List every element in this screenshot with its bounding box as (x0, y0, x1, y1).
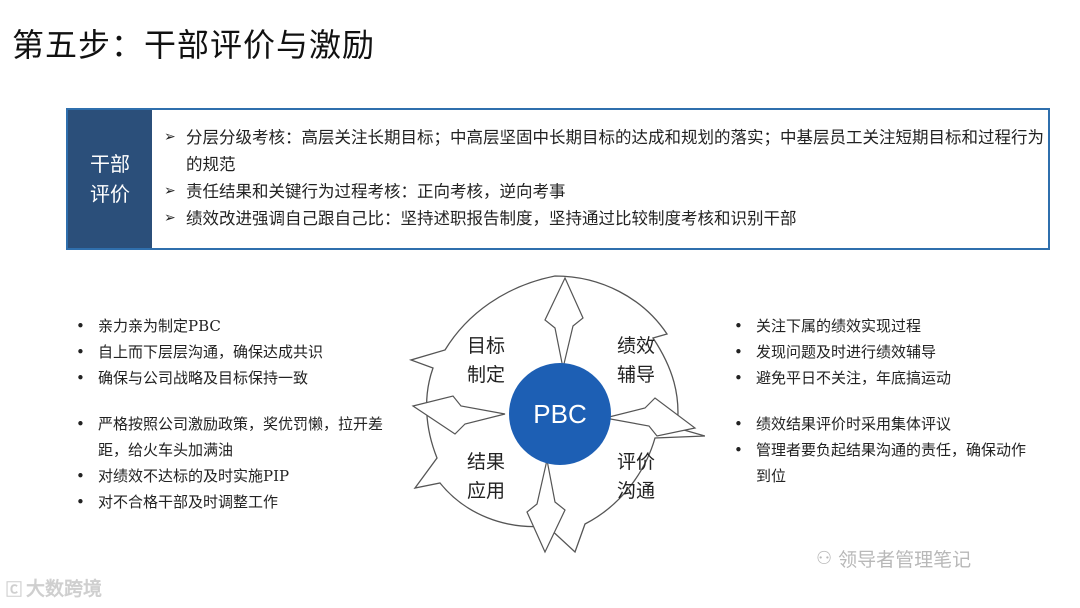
list-item: •关注下属的绩效实现过程 (728, 313, 1038, 339)
list-item: •管理者要负起结果沟通的责任，确保动作到位 (728, 437, 1038, 489)
dot-bullet-icon: • (76, 493, 85, 511)
quadrant-coaching: 绩效 辅导 (616, 335, 655, 386)
list-item: •确保与公司战略及目标保持一致 (70, 365, 390, 391)
evaluation-label: 干部 评价 (68, 110, 152, 248)
pbc-center-text: PBC (533, 399, 586, 429)
quadrant-evaluation: 评价 沟通 (616, 451, 655, 502)
evaluation-bullet: ➢ 分层分级考核：高层关注长期目标；中高层坚固中长期目标的达成和规划的落实；中基… (164, 124, 1044, 178)
list-item: •发现问题及时进行绩效辅导 (728, 339, 1038, 365)
pbc-center-circle (509, 363, 611, 465)
list-item: •对不合格干部及时调整工作 (70, 489, 390, 515)
evaluation-label-line2: 评价 (90, 182, 130, 206)
left-bullet-list: •亲力亲为制定PBC •自上而下层层沟通，确保达成共识 •确保与公司战略及目标保… (70, 313, 390, 515)
arrow-bullet-icon: ➢ (164, 183, 176, 199)
arrow-prong-top (544, 276, 584, 369)
wechat-icon: ⚇ (816, 548, 833, 569)
dot-bullet-icon: • (76, 317, 85, 335)
arrow-bullet-icon: ➢ (164, 129, 176, 145)
evaluation-label-line1: 干部 (90, 152, 130, 176)
quadrant-goal-setting: 目标 制定 (466, 335, 505, 386)
right-bullet-list: •关注下属的绩效实现过程 •发现问题及时进行绩效辅导 •避免平日不关注，年底搞运… (728, 313, 1038, 489)
watermark-right: ⚇ 领导者管理笔记 (816, 548, 972, 571)
watermark-left: 🄲 大数跨境 (6, 574, 102, 601)
page-title: 第五步：干部评价与激励 (12, 26, 376, 64)
evaluation-bullets: ➢ 分层分级考核：高层关注长期目标；中高层坚固中长期目标的达成和规划的落实；中基… (164, 124, 1044, 232)
pbc-cycle-diagram: PBC 目标 制定 绩效 辅导 结果 应用 评价 沟通 (405, 268, 706, 560)
evaluation-bullet: ➢ 责任结果和关键行为过程考核：正向考核，逆向考事 (164, 178, 1044, 205)
dot-bullet-icon: • (76, 415, 85, 433)
dot-bullet-icon: • (734, 343, 743, 361)
dot-bullet-icon: • (734, 369, 743, 387)
list-item: •绩效结果评价时采用集体评议 (728, 411, 1038, 437)
dot-bullet-icon: • (76, 467, 85, 485)
list-item: •严格按照公司激励政策，奖优罚懒，拉开差距，给火车头加满油 (70, 411, 390, 463)
dot-bullet-icon: • (76, 369, 85, 387)
arrow-prong-right (604, 397, 697, 437)
watermark-logo-icon: 🄲 (6, 579, 23, 599)
arrow-prong-left (411, 395, 506, 435)
list-item: •自上而下层层沟通，确保达成共识 (70, 339, 390, 365)
evaluation-bullet: ➢ 绩效改进强调自己跟自己比：坚持述职报告制度，坚持通过比较制度考核和识别干部 (164, 205, 1044, 232)
quadrant-result-application: 结果 应用 (466, 451, 505, 502)
dot-bullet-icon: • (734, 441, 743, 459)
dot-bullet-icon: • (734, 415, 743, 433)
list-item: •对绩效不达标的及时实施PIP (70, 463, 390, 489)
dot-bullet-icon: • (734, 317, 743, 335)
list-item: •亲力亲为制定PBC (70, 313, 390, 339)
dot-bullet-icon: • (76, 343, 85, 361)
list-item: •避免平日不关注，年底搞运动 (728, 365, 1038, 391)
arrow-bullet-icon: ➢ (164, 210, 176, 226)
evaluation-panel: 干部 评价 ➢ 分层分级考核：高层关注长期目标；中高层坚固中长期目标的达成和规划… (66, 108, 1050, 250)
cycle-outline: PBC (408, 275, 706, 554)
